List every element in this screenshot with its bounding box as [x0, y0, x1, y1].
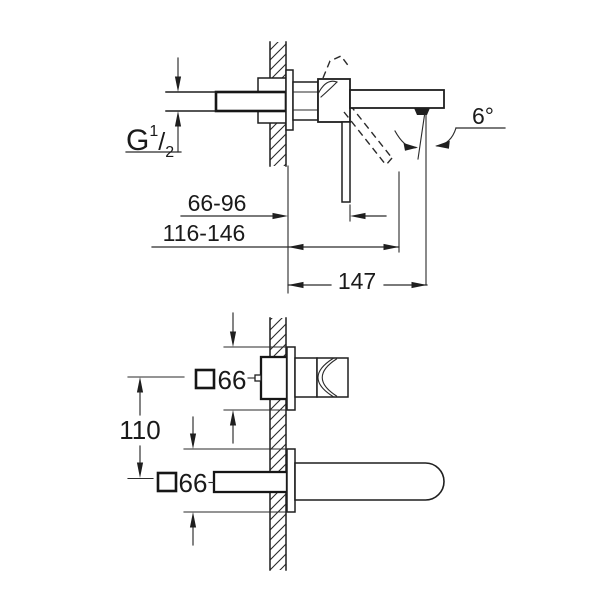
- thread-numerator: 1: [149, 123, 158, 140]
- valve-neck-lines: [292, 91, 319, 111]
- dim-handle-escutcheon-label: 66: [218, 365, 247, 395]
- extension-lines-side: [287, 165, 400, 294]
- angle-arrow-left: [403, 143, 418, 151]
- handle-leader-pin: [254, 374, 262, 382]
- handle-unit-plan: [254, 346, 349, 411]
- stream-angle-label: 6°: [472, 103, 494, 129]
- dim-spout-reach-label: 147: [338, 268, 376, 294]
- reference-lines-plan: [127, 346, 288, 513]
- wall-section-plan: [269, 317, 287, 571]
- spout-concealed-pipe: [212, 470, 289, 494]
- thread-size-annotation: G1/2: [125, 57, 182, 161]
- valve-neck: [292, 81, 319, 121]
- thread-denominator: 2: [165, 144, 174, 161]
- dim-wall-to-lever-label: 66-96: [188, 190, 247, 216]
- arrow-up: [229, 410, 237, 426]
- dim-wall-to-lever: 66-96: [180, 190, 387, 220]
- plan-view: 66 66 110: [119, 312, 445, 571]
- spout-plan-outline: [294, 462, 445, 501]
- wall-escutcheon: [285, 69, 294, 131]
- aerator: [414, 108, 430, 115]
- arrow-up: [136, 377, 144, 393]
- dim-arrow-left: [288, 281, 304, 289]
- dim-arrow-left: [288, 243, 304, 251]
- dim-spout-reach: 147: [287, 268, 428, 294]
- supply-pipe: [165, 91, 217, 112]
- thread-arrow-top: [174, 76, 182, 92]
- arrow-down: [229, 331, 237, 347]
- lever-open-top-dashed: [322, 55, 351, 79]
- dim-arrow-right: [411, 281, 427, 289]
- arrow-down: [189, 433, 197, 449]
- thread-slash: /: [158, 128, 165, 156]
- lever-handle: [341, 121, 351, 203]
- square-symbol-icon: [194, 368, 216, 390]
- angle-annotation: 6°: [394, 103, 506, 151]
- arrow-down: [136, 462, 144, 478]
- thread-arrow-bottom: [174, 111, 182, 127]
- angle-arrow-right: [435, 140, 450, 149]
- valve-body: [292, 81, 319, 121]
- handle-body: [294, 357, 318, 398]
- thread-prefix: G: [126, 124, 149, 157]
- lever-open-dashed: [343, 104, 393, 166]
- dim-arrow-right: [350, 212, 366, 220]
- square-symbol-icon: [156, 471, 178, 493]
- wall-hatch-plan: [270, 318, 286, 570]
- handle-escutcheon: [286, 346, 296, 411]
- union-nut: [214, 90, 288, 113]
- thread-size-label: G1/2: [126, 123, 174, 161]
- dim-wall-to-lever-open: 116-146: [151, 220, 400, 251]
- lever-pivot-curve: [317, 80, 338, 98]
- dim-spout-escutcheon: 66: [156, 416, 215, 546]
- stream-tilted-line: [417, 114, 426, 160]
- dim-center-distance-label: 110: [119, 415, 160, 445]
- arrow-up: [189, 512, 197, 528]
- dim-center-distance: 110: [119, 377, 161, 478]
- water-stream-lines: [417, 114, 427, 286]
- dim-arrow-right: [383, 243, 399, 251]
- dim-spout-escutcheon-label: 66: [179, 468, 208, 498]
- spout-escutcheon: [286, 448, 296, 513]
- side-view: 6° G1/2 66-96 116-146: [125, 41, 506, 294]
- dim-arrow-left: [272, 212, 288, 220]
- handle-grip-curve: [317, 357, 338, 398]
- dim-wall-to-lever-open-label: 116-146: [163, 220, 246, 246]
- handle-concealed-body: [259, 355, 289, 401]
- dim-handle-escutcheon: 66: [194, 312, 256, 444]
- spout-unit-plan: [212, 448, 445, 513]
- spout: [349, 89, 445, 109]
- handle-grip: [316, 357, 349, 398]
